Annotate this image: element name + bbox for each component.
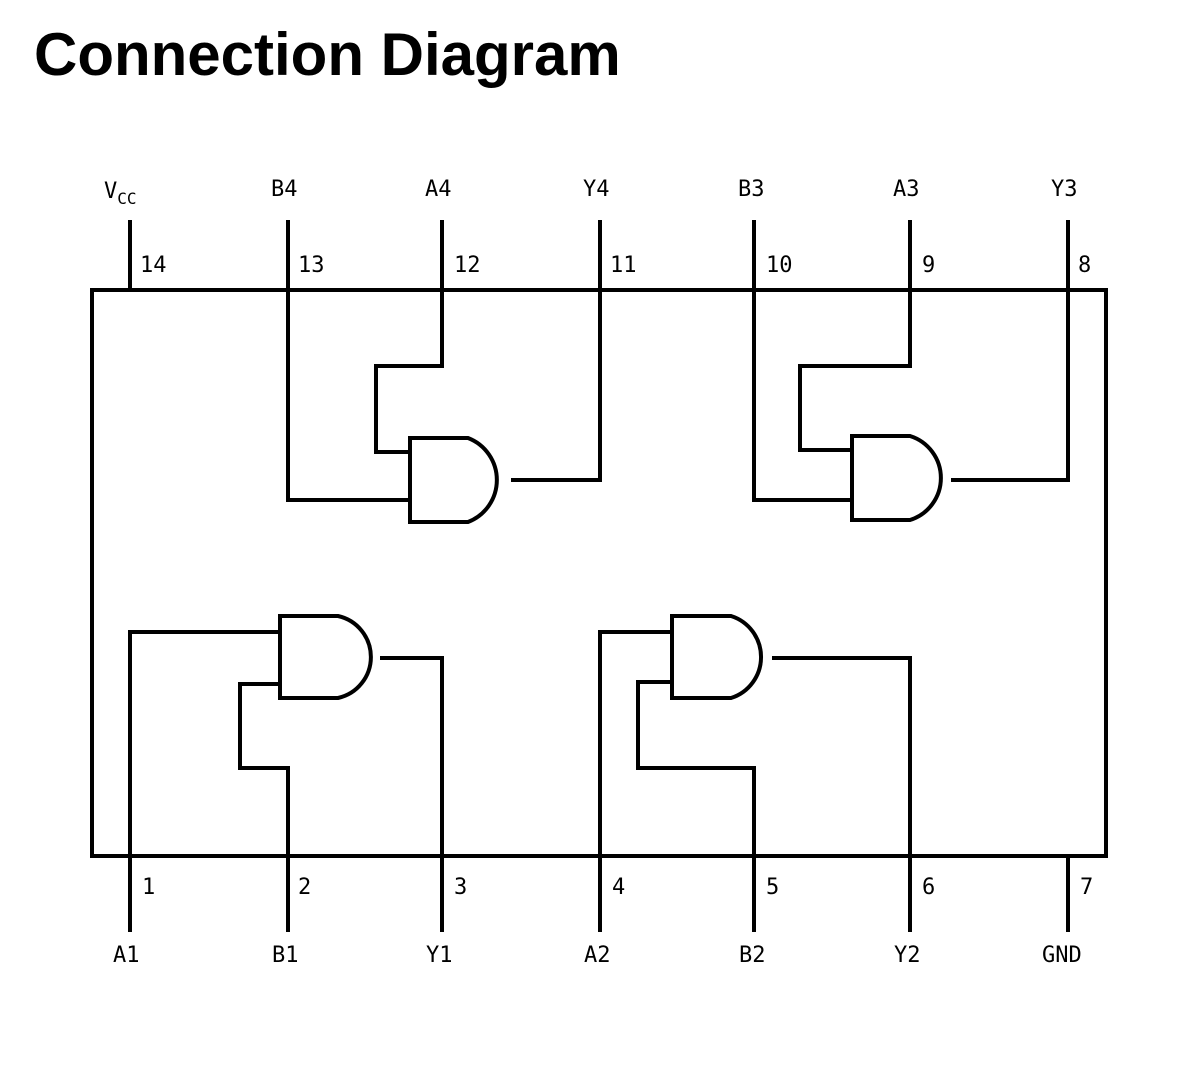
and-gate-2 — [598, 614, 912, 858]
pin-number-7: 7 — [1080, 875, 1093, 900]
and-gate-4 — [286, 288, 602, 524]
pin-number-8: 8 — [1078, 253, 1091, 278]
pin-label-13: B4 — [271, 177, 298, 202]
pin-number-12: 12 — [454, 253, 481, 278]
pin-label-7: GND — [1042, 943, 1082, 968]
and-gate-3 — [752, 288, 1070, 522]
pin-label-10: B3 — [738, 177, 765, 202]
pin-number-4: 4 — [612, 875, 625, 900]
pin-number-9: 9 — [922, 253, 935, 278]
pin-label-5: B2 — [739, 943, 766, 968]
pin-number-13: 13 — [298, 253, 325, 278]
pin-number-6: 6 — [922, 875, 935, 900]
pin-label-14: VCC — [104, 179, 137, 208]
pin-label-3: Y1 — [426, 943, 453, 968]
pin-number-3: 3 — [454, 875, 467, 900]
pin-label-6: Y2 — [894, 943, 921, 968]
pin-label-2: B1 — [272, 943, 299, 968]
pin-label-11: Y4 — [583, 177, 610, 202]
pin-number-5: 5 — [766, 875, 779, 900]
pin-label-9: A3 — [893, 177, 920, 202]
bottom-pin-leads — [128, 854, 1070, 932]
page-title: Connection Diagram — [34, 21, 621, 88]
and-gate-1 — [128, 614, 444, 858]
pin-label-8: Y3 — [1051, 177, 1078, 202]
pin-label-4: A2 — [584, 943, 611, 968]
pin-number-1: 1 — [142, 875, 155, 900]
pin-number-14: 14 — [140, 253, 167, 278]
pin-number-10: 10 — [766, 253, 793, 278]
pin-label-1: A1 — [113, 943, 140, 968]
pin-number-11: 11 — [610, 253, 637, 278]
pin-label-12: A4 — [425, 177, 452, 202]
pin-number-2: 2 — [298, 875, 311, 900]
top-pin-leads — [128, 220, 1070, 292]
